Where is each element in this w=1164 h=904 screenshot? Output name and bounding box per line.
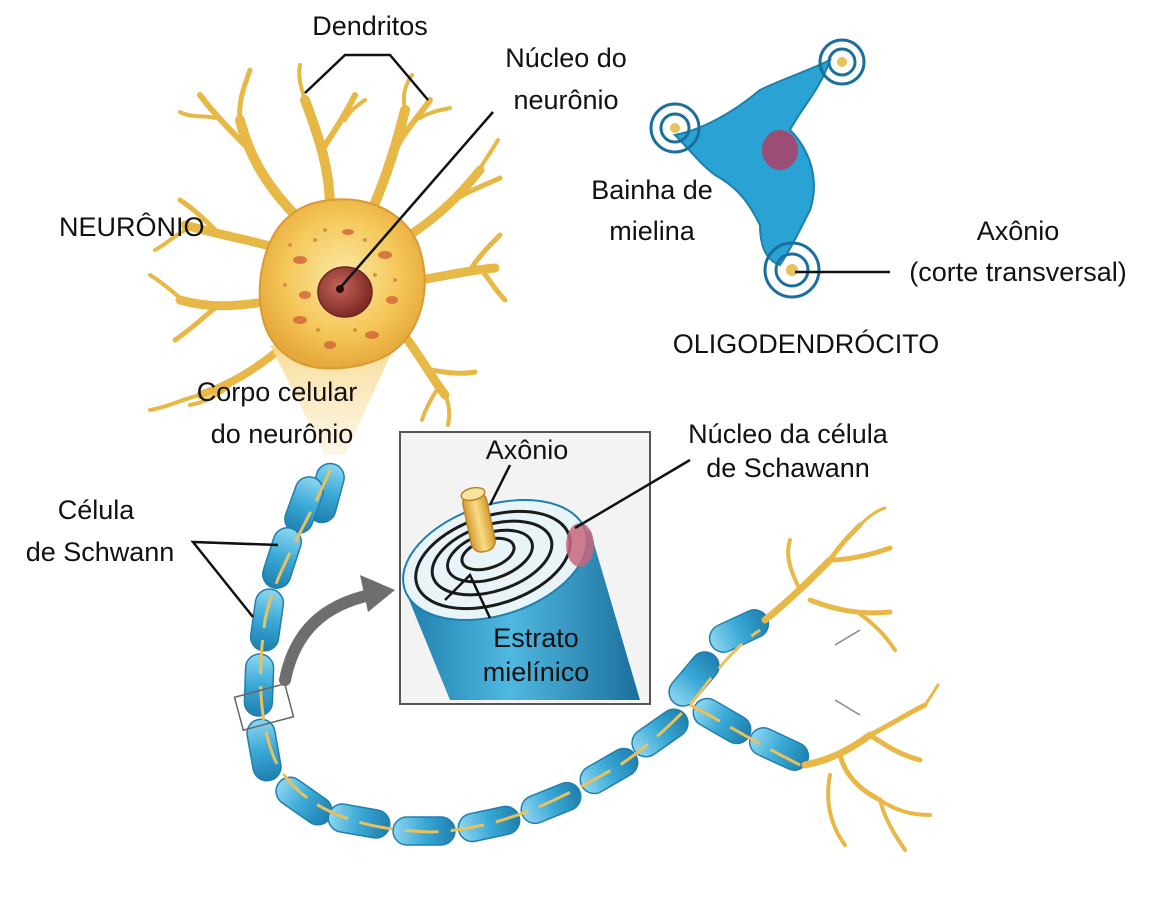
zoom-region-box [233, 682, 295, 732]
label-bainha-line2: mielina [609, 216, 695, 246]
label-nucleo-neuronio-line2: neurônio [513, 85, 619, 115]
label-celula-schwann-line1: Célula [57, 495, 135, 525]
oligo-nucleus [762, 130, 798, 170]
label-dendritos: Dendritos [312, 11, 428, 41]
oligodendrocyte [649, 38, 866, 299]
organelles [293, 229, 398, 349]
label-estrato-line2: mielínico [482, 657, 590, 687]
myelin-cross-section [402, 486, 640, 700]
label-axonio-inset: Axônio [485, 435, 569, 465]
label-nucleo-schwann-line2: de Schawann [706, 453, 870, 483]
cell-granules [283, 228, 397, 332]
myelinated-axon [243, 462, 810, 846]
dendrites [148, 63, 508, 427]
label-corpo-celular-line1: Corpo celular [196, 377, 358, 407]
schwann-nucleus [566, 523, 594, 567]
label-nucleo-neuronio-line1: Núcleo do [505, 43, 627, 73]
label-corpo-celular-line2: do neurônio [210, 419, 354, 449]
label-bainha-line1: Bainha de [591, 175, 713, 205]
label-axonio-transversal-line2: (corte transversal) [909, 257, 1127, 287]
axon-hillock [270, 345, 395, 455]
axon-core [259, 469, 801, 834]
zoom-arrow-head [360, 575, 395, 612]
label-neuronio: NEURÔNIO [59, 212, 205, 242]
label-nucleo-schwann-line1: Núcleo da célula [688, 419, 888, 449]
neuron-nucleus [317, 266, 373, 318]
terminal-pointer-1 [834, 629, 861, 646]
label-axonio-transversal-line1: Axônio [976, 216, 1060, 246]
leader-lines [190, 53, 890, 619]
label-celula-schwann-line2: de Schwann [25, 537, 175, 567]
axon-terminals [761, 506, 940, 852]
zoom-arrow [279, 589, 376, 686]
terminal-pointer-2 [834, 699, 861, 716]
label-estrato-line1: Estrato [493, 623, 579, 653]
label-oligodendrocito: OLIGODENDRÓCITO [672, 329, 940, 359]
